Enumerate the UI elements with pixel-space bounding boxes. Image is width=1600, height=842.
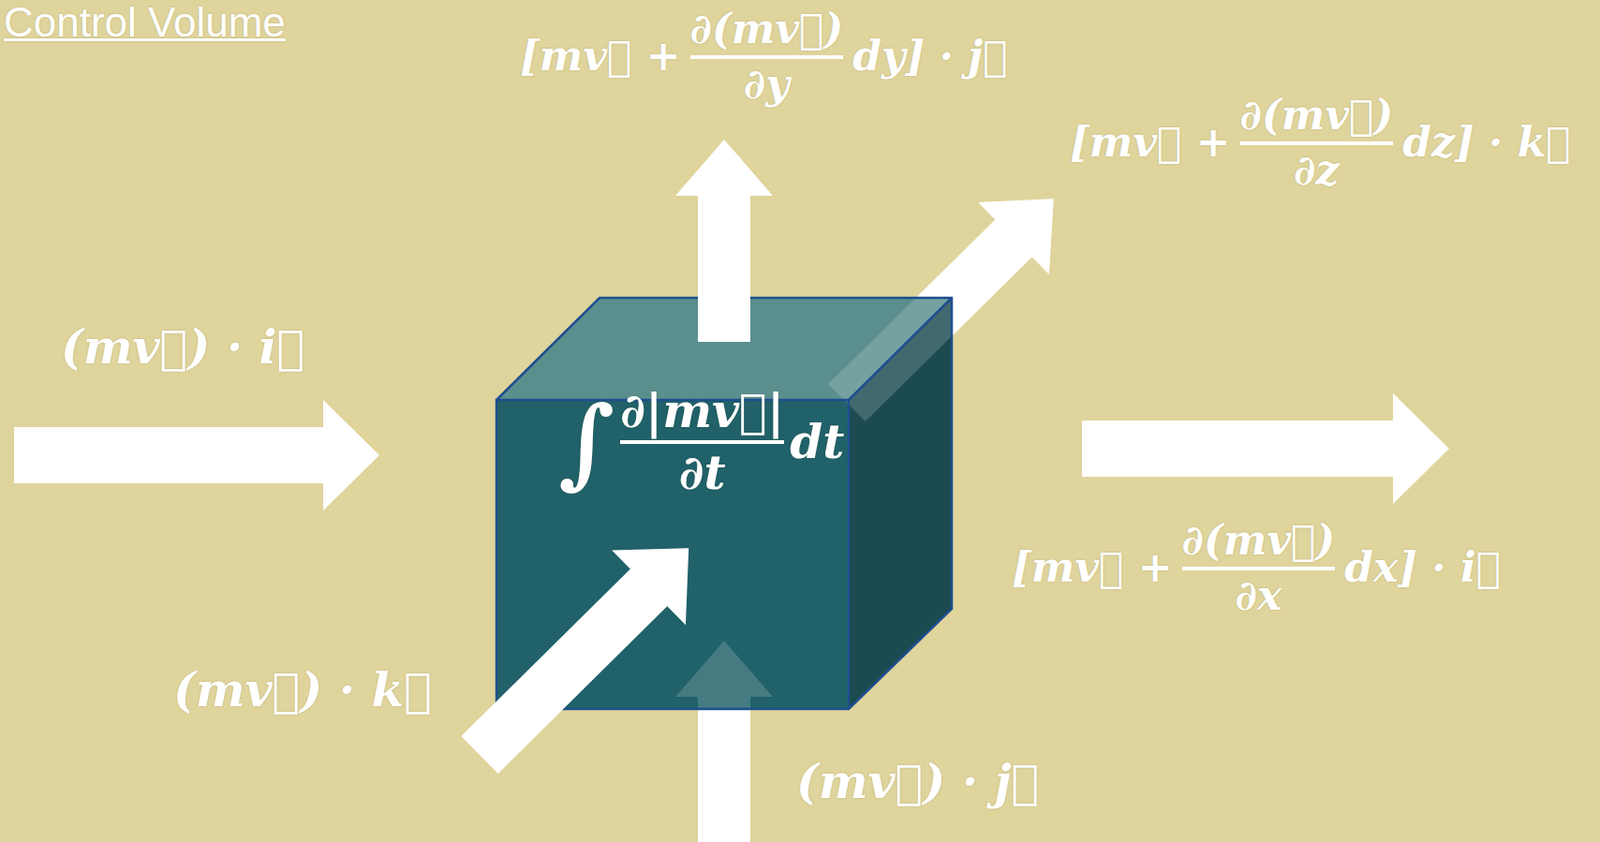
flux-term: dx] · i⃗ xyxy=(1344,544,1501,593)
numerator: ∂(mv⃗) xyxy=(690,5,845,54)
numerator: ∂(mv⃗) xyxy=(1182,517,1336,565)
denominator: ∂y xyxy=(743,60,790,109)
inflow-flux-label: (mv⃗) · k⃗ xyxy=(173,663,432,718)
fraction-line xyxy=(1240,141,1394,146)
denominator: ∂z xyxy=(1293,147,1340,195)
outflow-flux-label: [mv⃗ +∂(mv⃗) ∂x dx] · i⃗ xyxy=(1011,517,1501,620)
fraction-line xyxy=(1182,566,1336,571)
denominator: ∂x xyxy=(1234,572,1282,621)
flux-term: [mv⃗ + xyxy=(519,32,682,81)
fraction: ∂|mv⃗| ∂t xyxy=(620,384,785,500)
inflow-arrow xyxy=(14,400,380,511)
outflow-flux-label: [mv⃗ +∂(mv⃗) ∂y dy] · j⃗ xyxy=(519,5,1008,108)
flux-term: (mv⃗) · i⃗ xyxy=(60,320,306,375)
flux-term: (mv⃗) · k⃗ xyxy=(173,663,432,718)
flux-term: [mv⃗ + xyxy=(1069,118,1231,167)
differential: dt xyxy=(789,414,845,470)
flux-term: [mv⃗ + xyxy=(1011,544,1173,593)
fraction: ∂(mv⃗) ∂z xyxy=(1240,91,1394,194)
diagram-title: Control Volume xyxy=(3,0,286,45)
control-volume-cube: ∫∂|mv⃗| ∂t dt xyxy=(496,297,952,710)
cube-figure xyxy=(496,297,952,710)
integral-sign: ∫ xyxy=(558,393,615,491)
fraction: ∂(mv⃗) ∂y xyxy=(690,5,845,108)
fraction-line xyxy=(690,55,845,60)
inflow-flux-label: (mv⃗) · j⃗ xyxy=(796,755,1040,810)
denominator: ∂t xyxy=(679,445,726,501)
flux-term: dy] · j⃗ xyxy=(852,32,1008,81)
inflow-flux-label: (mv⃗) · i⃗ xyxy=(60,320,306,375)
outflow-flux-label: [mv⃗ +∂(mv⃗) ∂z dz] · k⃗ xyxy=(1069,91,1571,194)
numerator: ∂|mv⃗| xyxy=(620,384,785,439)
numerator: ∂(mv⃗) xyxy=(1240,91,1394,140)
fraction-line xyxy=(620,440,785,445)
fraction: ∂(mv⃗) ∂x xyxy=(1182,517,1336,620)
flux-term: (mv⃗) · j⃗ xyxy=(796,755,1040,810)
outflow-arrow xyxy=(1081,393,1450,504)
flux-term: dz] · k⃗ xyxy=(1402,118,1571,167)
cube-expression: ∫∂|mv⃗| ∂t dt xyxy=(558,384,845,500)
